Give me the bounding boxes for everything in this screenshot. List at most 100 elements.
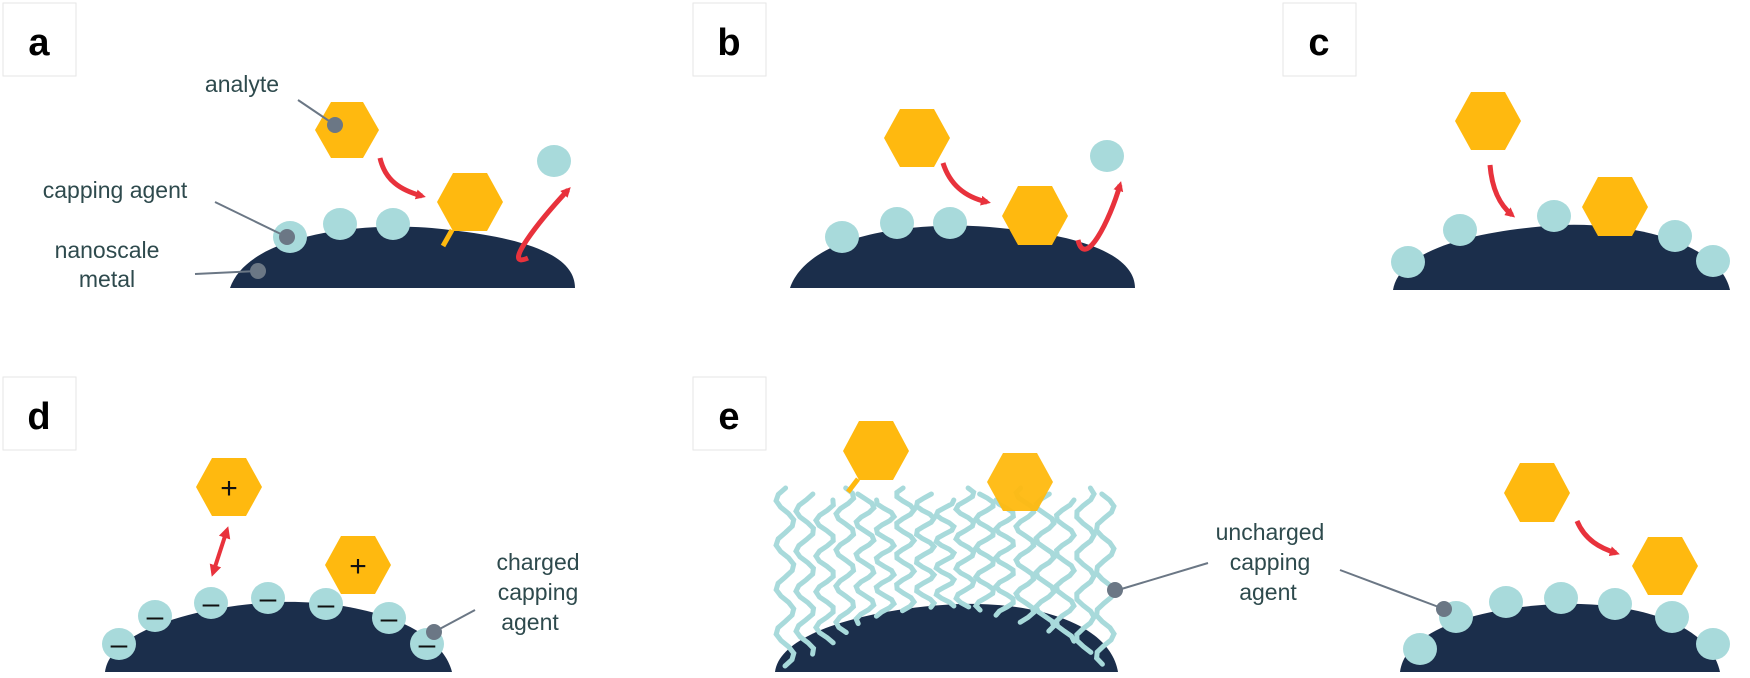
capping-agent-pointer-dot <box>279 229 295 245</box>
nanoscale-metal <box>105 601 452 672</box>
adsorption-arrow <box>1574 519 1620 556</box>
displacement-arrow <box>1075 181 1124 252</box>
svg-text:–: – <box>203 587 220 620</box>
positive-analyte: + <box>325 536 391 594</box>
capping-agent-particle <box>376 208 410 240</box>
polymer-chain <box>933 497 958 609</box>
metal-pointer-line <box>194 270 259 275</box>
svg-text:–: – <box>318 588 335 621</box>
charged-capping-particle: – <box>309 588 343 621</box>
uncharged-capping-label: capping <box>1230 549 1311 575</box>
capping-agent-particle <box>1658 220 1692 252</box>
panel-b: b <box>692 2 1135 288</box>
polymer-chain <box>1053 497 1078 644</box>
panel-a: a analyte capping agent nanoscale metal <box>2 2 575 292</box>
panel-e: e uncharged capping agent <box>692 376 1730 672</box>
capping-agent-particle <box>1537 200 1571 232</box>
polymer-chain <box>992 497 1016 618</box>
capping-agent-particle <box>1544 582 1578 614</box>
analyte-hexagon <box>315 102 379 158</box>
polymer-chain <box>833 485 857 635</box>
metal-pointer-dot <box>250 263 266 279</box>
svg-text:–: – <box>260 582 277 615</box>
charged-label: charged <box>496 549 579 575</box>
analyte-hexagon <box>1504 463 1570 522</box>
capping-agent-particle <box>1489 586 1523 618</box>
nanoscale-metal <box>775 603 1118 672</box>
polymer-chain <box>773 485 797 669</box>
uncharged-agent-label: agent <box>1239 579 1297 605</box>
nanoscale-metal <box>230 226 575 288</box>
analyte-hexagon <box>1455 92 1521 150</box>
adsorption-arrow <box>1487 164 1516 218</box>
polymer-chain <box>812 497 836 646</box>
capping-agent-particle <box>880 207 914 239</box>
nanoscale-label: nanoscale <box>55 237 160 263</box>
bound-analyte-hexagon <box>1582 177 1648 236</box>
uncharged-left-pointer-dot <box>1107 582 1123 598</box>
polymer-chain <box>913 491 938 610</box>
analyte-pointer-dot <box>327 117 343 133</box>
polymer-chain <box>853 491 877 627</box>
uncharged-left-pointer-line <box>1117 562 1209 591</box>
polymer-chain <box>1093 491 1117 667</box>
adsorption-arrow <box>377 157 426 200</box>
agent-label: agent <box>501 609 559 635</box>
uncharged-right-pointer-line <box>1339 569 1445 610</box>
capping-agent-label: capping agent <box>43 177 188 203</box>
panel-b-letter: b <box>717 22 740 64</box>
panel-e-letter: e <box>718 396 739 438</box>
charged-capping-particle: – <box>372 602 406 635</box>
capping-agent-particle <box>1403 633 1437 665</box>
analyte-hexagon <box>884 109 950 167</box>
analyte-hexagon <box>843 421 909 480</box>
charged-capping-particle: – <box>251 582 285 615</box>
svg-text:+: + <box>349 550 367 583</box>
polymer-chain <box>952 485 977 610</box>
uncharged-right-pointer-dot <box>1436 601 1452 617</box>
svg-text:–: – <box>381 602 398 635</box>
analyte-bond <box>846 477 860 494</box>
charged-capping-particle: – <box>138 600 172 633</box>
polymer-chain <box>1033 491 1057 634</box>
capping-agent-particle <box>1598 588 1632 620</box>
analyte-label: analyte <box>205 71 279 97</box>
attraction-arrow <box>209 526 231 577</box>
capping-agent-particle <box>1655 601 1689 633</box>
panel-d: d – – – – – – – <box>2 376 580 672</box>
capping-agent-particle <box>1391 246 1425 278</box>
nanoscale-metal <box>1400 603 1720 672</box>
charged-capping-particle: – <box>194 587 228 620</box>
panel-a-letter: a <box>28 22 50 64</box>
bound-analyte-hexagon <box>437 173 503 231</box>
bound-analyte-hexagon <box>1632 537 1698 595</box>
displaced-capping-agent <box>1090 140 1124 172</box>
svg-text:+: + <box>220 472 238 505</box>
nanoscale-metal <box>1393 224 1730 290</box>
panel-a-label-box <box>2 2 77 77</box>
positive-analyte: + <box>196 458 262 516</box>
polymer-chain <box>793 491 817 657</box>
adsorption-arrow <box>940 162 991 206</box>
capping-agent-particle <box>933 207 967 239</box>
capping-agent-particle <box>825 221 859 253</box>
capping-label: capping <box>498 579 579 605</box>
displacement-arrow <box>516 187 571 263</box>
capping-agent-pointer-line <box>214 201 288 238</box>
panel-c-label-box <box>1282 2 1357 77</box>
panel-c: c <box>1282 2 1730 290</box>
panel-c-letter: c <box>1308 22 1329 64</box>
panel-d-letter: d <box>27 396 50 438</box>
polymer-chains <box>773 485 1117 669</box>
polymer-chain <box>972 491 997 613</box>
bound-analyte-hexagon <box>1002 186 1068 245</box>
embedded-analyte-hexagon <box>987 453 1053 511</box>
panel-d-label-box <box>2 376 77 451</box>
charged-capping-particle: – <box>102 628 136 661</box>
displaced-capping-agent <box>537 145 571 177</box>
metal-label: metal <box>79 266 135 292</box>
capping-agent-particle <box>1443 214 1477 246</box>
panel-b-label-box <box>692 2 767 77</box>
polymer-chain <box>1074 485 1097 655</box>
svg-text:–: – <box>111 628 128 661</box>
